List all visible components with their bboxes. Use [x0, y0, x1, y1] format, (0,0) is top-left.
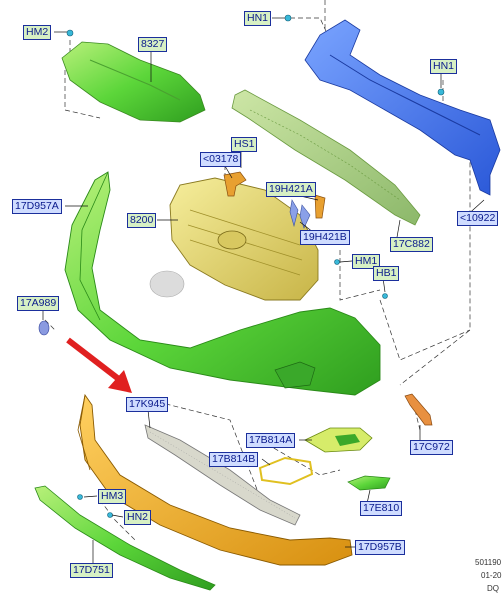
label-17C972[interactable]: 17C972 [410, 440, 453, 455]
label-17B814B[interactable]: 17B814B [209, 452, 259, 467]
label-19H421B[interactable]: 19H421B [300, 230, 350, 245]
label-03178[interactable]: <03178 [200, 152, 242, 167]
label-8200[interactable]: 8200 [127, 213, 157, 228]
part-8200-grille [169, 177, 319, 301]
label-HN1-top[interactable]: HN1 [244, 11, 272, 26]
label-17K945[interactable]: 17K945 [126, 397, 169, 412]
fog-lamp-blank [149, 270, 185, 298]
part-19H421A-clip [314, 194, 326, 219]
label-17B814A[interactable]: 17B814A [246, 433, 296, 448]
part-17C882-absorber [231, 89, 421, 226]
part-17E810-trim [347, 475, 391, 491]
label-17C882[interactable]: 17C882 [390, 237, 433, 252]
red-arrow-icon [66, 337, 132, 393]
label-17A989[interactable]: 17A989 [17, 296, 60, 311]
label-17D957A[interactable]: 17D957A [12, 199, 62, 214]
label-19H421A[interactable]: 19H421A [266, 182, 316, 197]
part-17C972-bracket [404, 393, 433, 426]
label-8327[interactable]: 8327 [138, 37, 168, 52]
label-17D751[interactable]: 17D751 [70, 563, 113, 578]
leader-lines [42, 17, 485, 565]
part-17B814A-bezel [304, 427, 373, 453]
label-HS1[interactable]: HS1 [231, 137, 258, 152]
part-17A989-cap [38, 320, 50, 336]
reference-line-1: 501190 [475, 558, 502, 567]
reference-line-2: 01-20 [481, 571, 502, 580]
part-03178-bracket [223, 171, 247, 197]
label-HN1-right[interactable]: HN1 [430, 59, 458, 74]
part-17B814B-bezel [258, 456, 314, 486]
part-19H421B-clips [289, 199, 311, 229]
part-8327-shield [61, 41, 206, 123]
part-17D751-strip [34, 485, 216, 591]
label-17E810[interactable]: 17E810 [360, 501, 403, 516]
reference-line-3: DQ [487, 584, 499, 593]
part-10922-beam [304, 19, 501, 196]
label-HB1[interactable]: HB1 [373, 266, 400, 281]
part-17D957A-bumper [64, 171, 381, 396]
label-17D957B[interactable]: 17D957B [355, 540, 405, 555]
label-HM2[interactable]: HM2 [23, 25, 52, 40]
label-HM1[interactable]: HM1 [352, 254, 381, 269]
label-HM3[interactable]: HM3 [98, 489, 127, 504]
label-HN2[interactable]: HN2 [124, 510, 152, 525]
label-10922[interactable]: <10922 [457, 211, 499, 226]
